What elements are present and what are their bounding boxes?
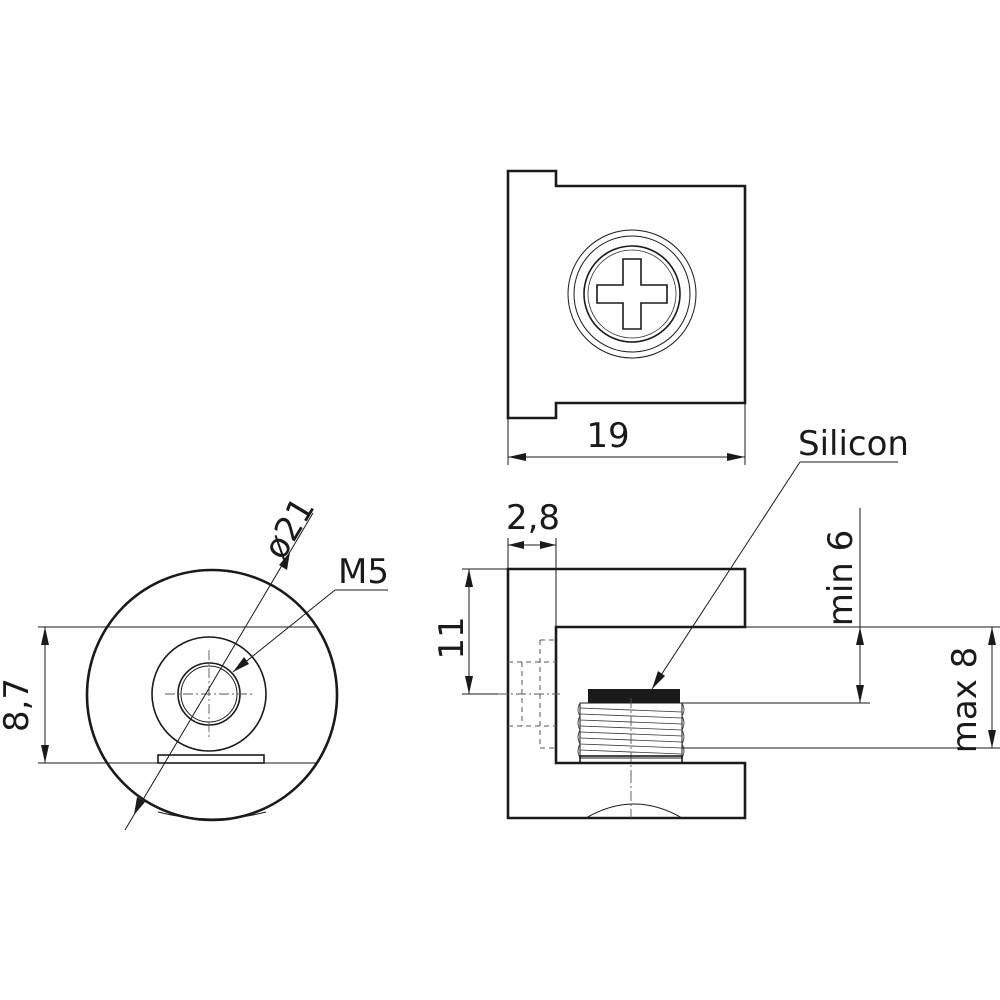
front-view: 8,7 ø21 M5 xyxy=(0,491,389,831)
phillips-cross-icon xyxy=(596,258,668,330)
silicon-callout: Silicon xyxy=(651,424,909,690)
disc-outline xyxy=(85,568,339,822)
gap-min-dimension-label: min 6 xyxy=(821,530,861,627)
gap-max-dimension-label: max 8 xyxy=(945,647,985,754)
thread-callout: M5 xyxy=(232,552,389,673)
side-view: 2,8 11 min 6 max 8 xyxy=(432,424,1000,820)
width-dimension: 19 xyxy=(507,403,746,465)
thread-callout-label: M5 xyxy=(338,552,389,592)
screw-head xyxy=(567,229,697,359)
threaded-screw xyxy=(577,698,685,775)
wall-dimension: 2,8 xyxy=(506,498,560,627)
top-view-body xyxy=(506,169,747,420)
diameter-dimension-label: ø21 xyxy=(256,491,323,567)
height-dimension-side-label: 11 xyxy=(432,616,472,659)
height-dimension-side: 11 xyxy=(432,568,508,695)
bore-outer xyxy=(151,636,267,752)
side-view-body xyxy=(506,567,747,820)
gap-max-dimension: max 8 xyxy=(682,627,1000,753)
height-dimension-left: 8,7 xyxy=(0,626,140,764)
wall-dimension-label: 2,8 xyxy=(506,498,560,538)
gap-min-dimension: min 6 xyxy=(682,508,1000,704)
silicon-callout-label: Silicon xyxy=(798,424,909,464)
height-dimension-left-label: 8,7 xyxy=(0,678,37,732)
diameter-dimension: ø21 xyxy=(124,491,323,831)
top-view: 19 xyxy=(506,169,747,465)
width-dimension-label: 19 xyxy=(586,416,629,456)
silicon-pad xyxy=(588,689,680,703)
